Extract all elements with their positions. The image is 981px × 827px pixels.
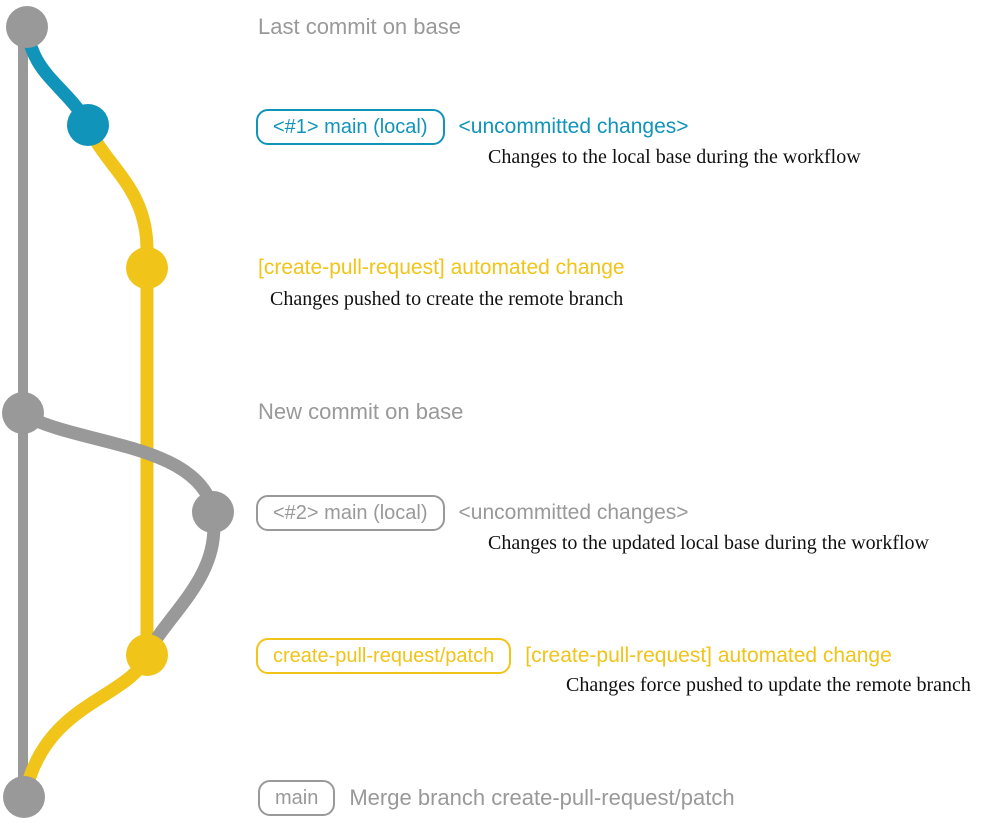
commit-dot-automated-change-1 — [126, 247, 168, 289]
gray-branch-in-path — [142, 509, 221, 658]
commit-dot-last-base — [6, 6, 48, 48]
commit-message-last-base: Last commit on base — [258, 14, 461, 39]
commit-description-automated-change-2: Changes force pushed to update the remot… — [566, 674, 971, 696]
commit-row-merge: main Merge branch create-pull-request/pa… — [258, 780, 735, 816]
branch-tag-main: main — [258, 780, 336, 816]
commit-row-automated-change-2: create-pull-request/patch [create-pull-r… — [256, 638, 892, 674]
commit-dot-merge — [3, 776, 45, 818]
commit-description-main-local-2: Changes to the updated local base during… — [488, 532, 929, 554]
yellow-merge-path — [19, 650, 154, 797]
commit-dot-main-local-2 — [192, 491, 234, 533]
commit-message-merge: Merge branch create-pull-request/patch — [349, 785, 735, 810]
commit-row-main-local-1: <#1> main (local) <uncommitted changes> — [256, 109, 689, 145]
commit-dot-new-base — [2, 392, 44, 434]
commit-row-main-local-2: <#2> main (local) <uncommitted changes> — [256, 495, 689, 531]
commit-message-main-local-1: <uncommitted changes> — [458, 115, 689, 138]
commit-message-automated-change-2: [create-pull-request] automated change — [525, 644, 892, 667]
branch-tag-main-local-2: <#2> main (local) — [256, 495, 445, 531]
commit-message-new-base: New commit on base — [258, 399, 464, 424]
yellow-branch-out-path — [82, 121, 154, 662]
commit-dot-main-local-1 — [67, 104, 109, 146]
branch-tag-main-local-1: <#1> main (local) — [256, 109, 445, 145]
commit-description-automated-change-1: Changes pushed to create the remote bran… — [270, 288, 624, 310]
commit-description-main-local-1: Changes to the local base during the wor… — [488, 146, 861, 168]
commit-message-automated-change-1: [create-pull-request] automated change — [258, 256, 625, 279]
commit-dot-automated-change-2 — [126, 634, 168, 676]
commit-message-main-local-2: <uncommitted changes> — [458, 501, 689, 524]
gray-branch-out-path — [17, 408, 219, 513]
git-graph — [2, 6, 234, 818]
branch-tag-create-pull-request-patch: create-pull-request/patch — [256, 638, 512, 674]
